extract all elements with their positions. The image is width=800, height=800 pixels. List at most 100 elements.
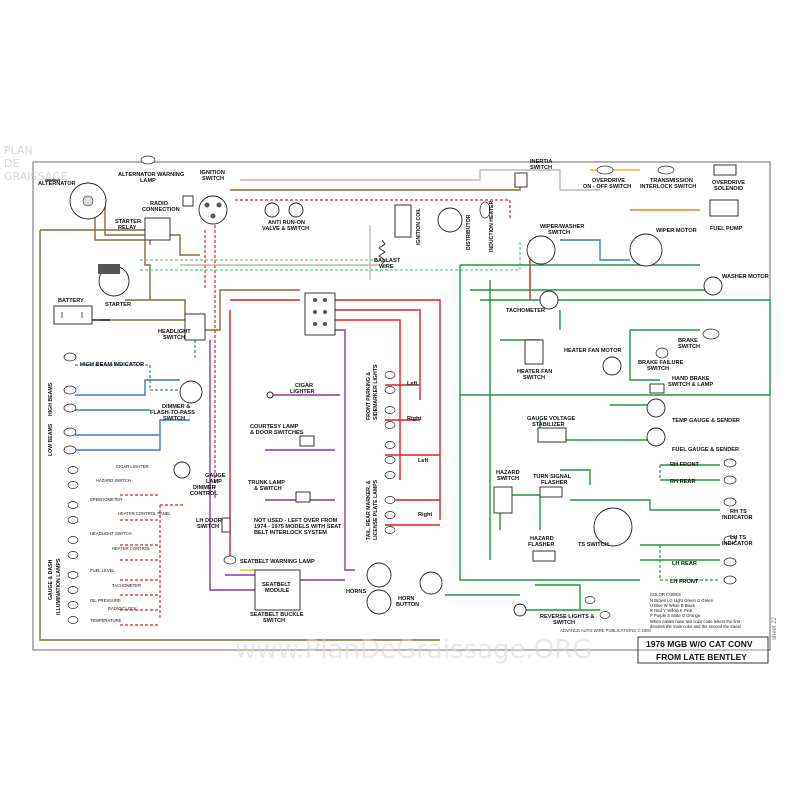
lh-door-label-1: LH DOOR xyxy=(196,518,222,524)
color-code-row-1: N Brown LG Light Green G Green xyxy=(650,598,714,603)
color-code-legend: COLOR CODES N Brown LG Light Green G Gre… xyxy=(650,592,742,629)
reverse-label-2: SWITCH xyxy=(553,620,575,626)
rear-lamp-right-3 xyxy=(384,526,396,534)
brake-fail-label-2: SWITCH xyxy=(647,366,669,372)
hazard-sw-label-2: SWITCH xyxy=(497,476,519,482)
hazard-sw-label-1: HAZARD xyxy=(496,470,520,476)
front-parking-label-2: SIDEMARKER LIGHTS xyxy=(373,364,379,420)
lh-front-label: LH FRONT xyxy=(670,579,699,585)
watermark-logo-line-2: DE xyxy=(4,157,19,170)
illum-oil-label: OIL PRESSURE xyxy=(90,598,121,603)
lh-rear-lamp xyxy=(723,557,737,567)
low-beam-lamp-2 xyxy=(63,445,77,455)
transmission-label-2: INTERLOCK SWITCH xyxy=(640,184,696,190)
rear-lamp-left-1 xyxy=(384,441,396,449)
high-beam-lamp-1 xyxy=(63,385,77,395)
starter-relay-label-2: RELAY xyxy=(118,225,137,231)
trunk-label-1: TRUNK LAMP xyxy=(248,480,285,486)
color-code-row-2: U Blue W White B Black xyxy=(650,603,696,608)
rh-ts-label-1: RH TS xyxy=(730,509,747,515)
brake-sw-label-1: BRAKE xyxy=(678,338,698,344)
cigar-label-1: CIGAR xyxy=(295,383,313,389)
fuse-block xyxy=(304,292,336,336)
seatbelt-mod-label-1: SEATBELT xyxy=(262,582,291,588)
title-block: 1976 MGB W/O CAT CONV FROM LATE BENTLEY xyxy=(637,636,769,664)
rear-lamp-left-2 xyxy=(384,456,396,464)
rear-right-label: Right xyxy=(418,512,432,518)
rh-ts-label-2: INDICATOR xyxy=(722,515,753,521)
lh-door-switch xyxy=(221,517,231,533)
lh-ts-indicator xyxy=(723,535,737,545)
heater-fan-sw-label-1: HEATER FAN xyxy=(517,369,552,375)
ignition-label-1: IGNITION xyxy=(200,170,225,176)
headlight-sw-label-1: HEADLIGHT xyxy=(158,329,191,335)
not-used-note-1: NOT USED - LEFT OVER FROM xyxy=(254,518,338,524)
gauge-voltage-stabilizer xyxy=(537,427,567,443)
watermark-logo: PLAN DE GRAISSAGE xyxy=(4,144,68,183)
radio-label-2: CONNECTION xyxy=(142,207,180,213)
title-line-1: 1976 MGB W/O CAT CONV xyxy=(646,639,753,649)
dimmer-label-1: DIMMER & xyxy=(162,404,190,410)
rear-lamp-left-3 xyxy=(384,471,396,479)
horns xyxy=(366,562,392,615)
fuel-gauge xyxy=(646,427,666,447)
rh-rear-lamp xyxy=(723,475,737,485)
seatbelt-buckle-label-1: SEATBELT BUCKLE xyxy=(250,612,304,618)
hand-brake-label-1: HAND BRAKE xyxy=(672,376,710,382)
gauge-dash-label-1: GAUGE & DASH xyxy=(48,559,54,600)
illum-temp-label: TEMPERATURE xyxy=(90,618,122,623)
ignition-coil xyxy=(394,204,412,238)
high-beam-indicator-lamp xyxy=(63,352,77,362)
ballast-resistor xyxy=(378,239,386,265)
anti-runon-valve xyxy=(264,202,304,218)
low-beam-lamp-1 xyxy=(63,427,77,437)
induction-heater-label: INDUCTION HEATER xyxy=(489,201,495,252)
brake-switch xyxy=(702,328,720,340)
low-beams-label: LOW BEAMS xyxy=(48,423,54,456)
lh-front-lamp xyxy=(723,575,737,585)
sheet-number: sheet 22 xyxy=(772,616,778,640)
hazard-flasher-label-1: HAZARD xyxy=(530,536,554,542)
lh-ts-label-1: LH TS xyxy=(730,535,746,541)
rear-lamp-right-1 xyxy=(384,496,396,504)
brake-fail-label-1: BRAKE FAILURE xyxy=(638,360,684,366)
washer-motor xyxy=(703,276,723,296)
illumination-lamps xyxy=(67,466,79,624)
illum-hazard-label: HAZARD SWITCH xyxy=(96,478,131,483)
gauge-volt-label-1: GAUGE VOLTAGE xyxy=(527,416,576,422)
watermark-logo-line-3: GRAISSAGE xyxy=(4,170,68,183)
starter-relay xyxy=(144,217,171,241)
illum-cigar-label: CIGAR LIGHTER xyxy=(116,464,149,469)
courtesy-label-1: COURTESY LAMP xyxy=(250,424,299,430)
illum-tach-label: TACHOMETER xyxy=(112,583,141,588)
courtesy-label-2: & DOOR SWITCHES xyxy=(250,430,304,436)
illum-heater-ctrl-label: HEATER CONTROL PANEL xyxy=(118,511,171,516)
rh-front-lamp xyxy=(723,458,737,468)
heater-fan-switch xyxy=(524,339,544,365)
starter-relay-label-1: STARTER xyxy=(115,219,141,225)
front-parking-right-2 xyxy=(384,421,396,429)
tachometer-label: TACHOMETER xyxy=(506,308,545,314)
dimmer-switch xyxy=(179,380,203,404)
fuel-gauge-label: FUEL GAUGE & SENDER xyxy=(672,447,739,453)
seatbelt-warning-lamp xyxy=(223,555,237,565)
gauge-dimmer-label-2: LAMP xyxy=(206,479,222,485)
temp-gauge xyxy=(646,398,666,418)
wires xyxy=(39,169,771,641)
starter-motor xyxy=(98,264,130,297)
illum-headlight-label: HEADLIGHT SWITCH xyxy=(90,531,132,536)
not-used-note-3: BELT INTERLOCK SYSTEM xyxy=(254,530,327,536)
rear-left-label: Left xyxy=(418,458,428,464)
front-parking-left-1 xyxy=(384,371,396,379)
reverse-label-1: REVERSE LIGHTS & xyxy=(540,614,594,620)
illum-fuel-label: FUEL LEVEL xyxy=(90,568,115,573)
brake-sw-label-2: SWITCH xyxy=(678,344,700,350)
horns-label: HORNS xyxy=(346,589,366,595)
turn-signal-switch xyxy=(593,507,633,547)
battery-label: BATTERY xyxy=(58,298,84,304)
hazard-flasher xyxy=(532,550,556,562)
overdrive-switch xyxy=(596,165,614,175)
seatbelt-buckle-label-2: SWITCH xyxy=(263,618,285,624)
not-used-note-2: 1974 - 1975 MODELS WITH SEAT xyxy=(254,524,342,530)
